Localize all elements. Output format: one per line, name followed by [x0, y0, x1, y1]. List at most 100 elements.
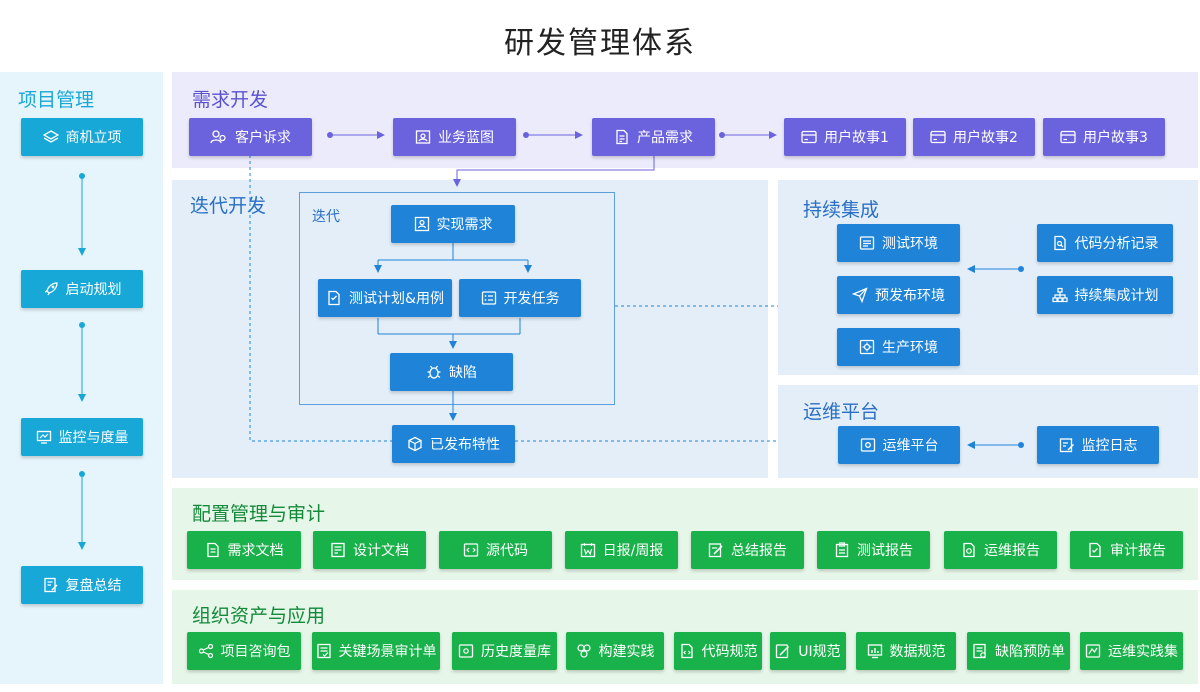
clipboard-icon [835, 542, 849, 558]
asset-item-label: 历史度量库 [481, 644, 551, 660]
box-icon [408, 436, 422, 452]
demand-item-user-story-2[interactable]: 用户故事2 [913, 118, 1035, 156]
project-item-review-summary[interactable]: 复盘总结 [21, 566, 143, 604]
checklist-icon [316, 643, 331, 659]
ops-item-monitor-log[interactable]: 监控日志 [1037, 426, 1159, 464]
blueprint-icon [415, 130, 431, 144]
ci-item-prerelease-environment[interactable]: 预发布环境 [837, 276, 960, 314]
config-item-test-report[interactable]: 测试报告 [817, 531, 930, 569]
ci-item-test-environment[interactable]: 测试环境 [837, 224, 960, 262]
demand-item-label: 产品需求 [637, 130, 693, 146]
config-item-label: 运维报告 [984, 543, 1040, 559]
asset-item-label: UI规范 [798, 644, 841, 660]
config-item-audit-report[interactable]: 审计报告 [1070, 531, 1183, 569]
demand-item-user-story-1[interactable]: 用户故事1 [784, 118, 906, 156]
task-list-icon [481, 291, 496, 305]
project-item-label: 复盘总结 [65, 578, 122, 594]
asset-item-build-practice[interactable]: 构建实践 [566, 632, 664, 670]
ci-item-label: 代码分析记录 [1074, 236, 1159, 252]
config-item-summary-report[interactable]: 总结报告 [691, 531, 804, 569]
demand-item-product-requirement[interactable]: 产品需求 [592, 118, 715, 156]
config-item-label: 测试报告 [857, 543, 913, 559]
config-item-label: 总结报告 [731, 543, 787, 559]
asset-item-ops-practice[interactable]: 运维实践集 [1080, 632, 1183, 670]
rocket-icon [44, 282, 58, 296]
test-doc-icon [328, 290, 340, 306]
asset-item-label: 构建实践 [598, 644, 655, 660]
build-icon [576, 644, 591, 658]
config-title: 配置管理与审计 [192, 503, 326, 525]
config-item-ops-report[interactable]: 运维报告 [944, 531, 1057, 569]
ops-item-label: 监控日志 [1081, 438, 1138, 454]
page-title: 研发管理体系 [504, 26, 696, 61]
ops-title: 运维平台 [803, 401, 880, 423]
card-icon [801, 130, 817, 144]
project-item-label: 监控与度量 [58, 430, 129, 446]
asset-item-label: 缺陷预防单 [995, 644, 1065, 660]
design-doc-icon [331, 542, 345, 558]
asset-item-ui-standard[interactable]: UI规范 [770, 632, 846, 670]
iteration-title: 迭代开发 [190, 195, 267, 217]
iteration-item-label: 缺陷 [449, 365, 477, 381]
ci-item-code-analysis-record[interactable]: 代码分析记录 [1037, 224, 1173, 262]
iteration-item-defect[interactable]: 缺陷 [390, 353, 513, 391]
asset-item-historical-metrics[interactable]: 历史度量库 [452, 632, 557, 670]
terminal-icon [859, 236, 875, 250]
document-list-icon [616, 129, 628, 145]
bug-icon [427, 365, 441, 379]
demand-item-business-blueprint[interactable]: 业务蓝图 [393, 118, 516, 156]
ci-item-label: 生产环境 [882, 340, 938, 356]
doc-icon [206, 542, 219, 558]
edit-log-icon [1059, 438, 1074, 453]
iteration-item-test-plan[interactable]: 测试计划&用例 [318, 279, 452, 317]
demand-item-label: 客户诉求 [235, 130, 291, 146]
chart-icon [867, 644, 882, 659]
users-icon [210, 130, 226, 144]
ci-item-production-environment[interactable]: 生产环境 [837, 328, 960, 366]
demand-item-label: 用户故事2 [953, 130, 1018, 146]
share-icon [198, 643, 213, 659]
ops-report-icon [963, 542, 975, 558]
gear-box-icon [860, 438, 875, 452]
config-item-design-doc[interactable]: 设计文档 [313, 531, 426, 569]
project-item-monitor-measure[interactable]: 监控与度量 [21, 418, 143, 456]
asset-item-label: 数据规范 [889, 644, 946, 660]
project-item-business-initiation[interactable]: 商机立项 [21, 118, 143, 156]
iteration-item-label: 测试计划&用例 [349, 291, 444, 307]
iteration-item-dev-task[interactable]: 开发任务 [459, 279, 581, 317]
demand-title: 需求开发 [192, 89, 269, 111]
asset-item-data-standard[interactable]: 数据规范 [856, 632, 956, 670]
asset-item-code-standard[interactable]: 代码规范 [674, 632, 762, 670]
audit-doc-icon [1089, 542, 1101, 558]
document-edit-icon [43, 577, 58, 593]
ci-item-label: 测试环境 [882, 236, 938, 252]
iteration-item-realize-requirement[interactable]: 实现需求 [391, 205, 515, 243]
config-item-daily-weekly-report[interactable]: 日报/周报 [565, 531, 678, 569]
ci-item-label: 持续集成计划 [1074, 288, 1159, 304]
ops-practice-icon [1085, 644, 1101, 658]
demand-item-label: 用户故事3 [1083, 130, 1148, 146]
demand-item-customer-request[interactable]: 客户诉求 [189, 118, 312, 156]
iteration-item-released-features[interactable]: 已发布特性 [392, 425, 515, 463]
monitor-icon [36, 430, 51, 444]
ops-item-platform[interactable]: 运维平台 [838, 426, 960, 464]
asset-item-defect-prevention[interactable]: 缺陷预防单 [967, 632, 1070, 670]
config-item-requirement-doc[interactable]: 需求文档 [187, 531, 301, 569]
demand-item-user-story-3[interactable]: 用户故事3 [1043, 118, 1165, 156]
defect-doc-icon [973, 643, 986, 659]
config-item-label: 设计文档 [353, 543, 409, 559]
iteration-item-label: 已发布特性 [430, 437, 500, 453]
config-item-label: 日报/周报 [602, 543, 664, 559]
ci-item-label: 预发布环境 [875, 288, 945, 304]
asset-item-key-scenario-audit[interactable]: 关键场景审计单 [312, 632, 440, 670]
config-item-label: 源代码 [486, 543, 528, 559]
ops-item-label: 运维平台 [882, 438, 939, 454]
asset-item-consulting-package[interactable]: 项目咨询包 [187, 632, 301, 670]
config-item-source-code[interactable]: 源代码 [439, 531, 552, 569]
card-icon [1060, 130, 1076, 144]
demand-item-label: 用户故事1 [824, 130, 889, 146]
project-item-kickoff-planning[interactable]: 启动规划 [21, 270, 143, 308]
ci-item-ci-plan[interactable]: 持续集成计划 [1037, 276, 1173, 314]
iteration-item-label: 实现需求 [436, 217, 493, 233]
ci-title: 持续集成 [803, 199, 880, 221]
